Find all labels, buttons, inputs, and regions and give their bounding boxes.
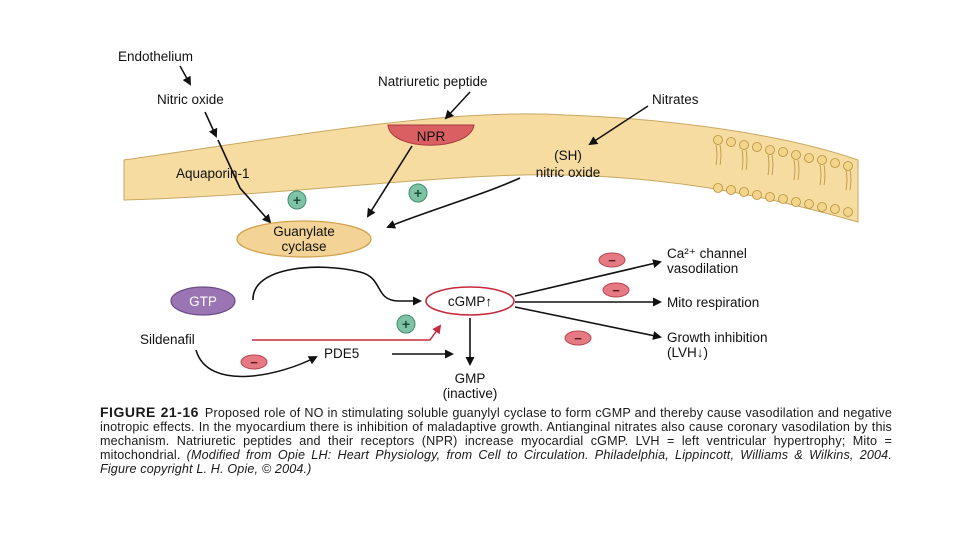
- arrow-cgmp-growth: [514, 306, 662, 340]
- minus-sign-growth: [564, 330, 592, 346]
- cgmp-node: [425, 286, 515, 316]
- sildenafil-label: Sildenafil: [140, 332, 195, 347]
- cgmp-label: cGMP↑: [448, 294, 492, 309]
- sh-nitric-oxide-label: nitric oxide: [536, 165, 601, 180]
- caption-source: (Modified from Opie LH: Heart Physiology…: [100, 447, 892, 476]
- gtp-label: GTP: [189, 294, 217, 309]
- arrow-cgmp-ca: [514, 259, 662, 297]
- figure-label: FIGURE 21-16: [100, 404, 199, 420]
- npr-label: NPR: [417, 129, 446, 144]
- lipid-tails: [715, 144, 852, 191]
- arrow-endothelium-no: [179, 65, 191, 86]
- arrow-np-npr: [444, 91, 471, 120]
- minus-sign-mito: [602, 282, 630, 298]
- arrow-sh-guanylate: [386, 177, 521, 229]
- minus-sign-ca-text: −: [608, 253, 616, 268]
- arrow-nitrates-sh: [588, 105, 649, 146]
- pde5-label: PDE5: [324, 346, 359, 361]
- guanylate-cyclase-node: [236, 220, 372, 258]
- cell-membrane: [123, 113, 859, 223]
- minus-sign-growth-text: −: [574, 331, 582, 346]
- endothelium-label: Endothelium: [118, 49, 193, 64]
- nitrates-label: Nitrates: [652, 92, 699, 107]
- arrow-gtp-cgmp: [252, 266, 422, 306]
- plus-sign-sildenafil: [396, 314, 416, 334]
- npr-receptor: [387, 124, 475, 146]
- mito-respiration-label: Mito respiration: [667, 295, 759, 310]
- gtp-node: [170, 286, 236, 316]
- plus-sign-left-text: +: [293, 192, 301, 208]
- arrow-aquaporin-guanylate: [217, 139, 272, 224]
- arrow-npr-guanylate: [366, 145, 413, 218]
- aquaporin-label: Aquaporin-1: [176, 166, 250, 181]
- lvh-label: (LVH↓): [667, 345, 708, 360]
- gmp-label: GMP: [455, 371, 486, 386]
- arrow-sildenafil-pde5: [195, 349, 318, 378]
- ca-channel-label: Ca²⁺ channel: [667, 246, 747, 261]
- plus-sign-left: [287, 190, 307, 210]
- plus-sign-right-text: +: [414, 185, 422, 201]
- caption-text: Proposed role of NO in stimulating solub…: [100, 406, 892, 462]
- lipid-bilayer: [713, 135, 853, 217]
- guanylate-label: Guanylate: [273, 224, 335, 239]
- sh-label: (SH): [554, 148, 582, 163]
- vasodilation-label: vasodilation: [667, 261, 738, 276]
- gmp-inactive-label: (inactive): [443, 386, 498, 401]
- minus-sign-pde5: [240, 354, 268, 370]
- arrow-no-membrane: [204, 111, 218, 138]
- nitric-oxide-label: Nitric oxide: [157, 92, 224, 107]
- plus-sign-sildenafil-text: +: [402, 316, 410, 332]
- minus-sign-pde5-text: −: [250, 355, 258, 370]
- arrow-sildenafil-cgmp: [252, 324, 442, 341]
- minus-sign-ca: [598, 252, 626, 268]
- plus-sign-right: [408, 183, 428, 203]
- minus-sign-mito-text: −: [612, 283, 620, 298]
- growth-inhibition-label: Growth inhibition: [667, 330, 768, 345]
- natriuretic-peptide-label: Natriuretic peptide: [378, 74, 488, 89]
- cyclase-label: cyclase: [281, 239, 326, 254]
